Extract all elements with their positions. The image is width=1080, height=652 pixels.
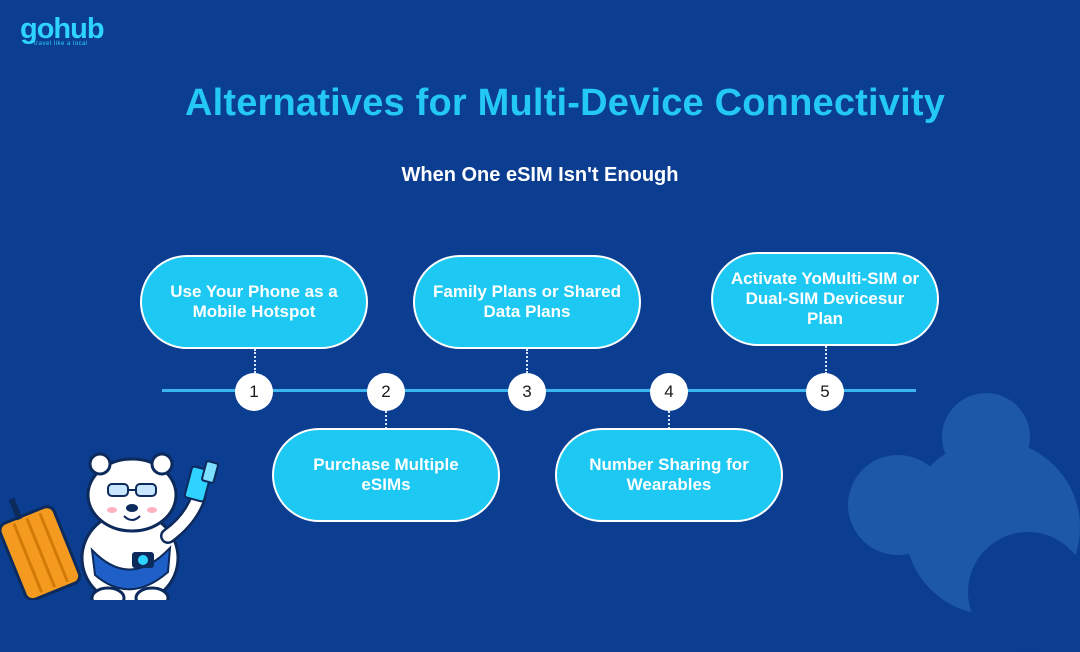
connector-5 bbox=[825, 346, 827, 374]
step-2-card: Purchase Multiple eSIMs bbox=[272, 428, 500, 522]
page-subtitle: When One eSIM Isn't Enough bbox=[401, 164, 679, 186]
step-2-number: 2 bbox=[367, 373, 405, 411]
connector-3 bbox=[526, 349, 528, 373]
step-5-card: Activate YoMulti-SIM or Dual-SIM Devices… bbox=[711, 252, 939, 346]
step-4-card: Number Sharing for Wearables bbox=[555, 428, 783, 522]
step-3-label: Family Plans or Shared Data Plans bbox=[432, 282, 621, 321]
step-3-number: 3 bbox=[508, 373, 546, 411]
step-5-number: 5 bbox=[806, 373, 844, 411]
step-5-label: Activate YoMulti-SIM or Dual-SIM Devices… bbox=[730, 269, 920, 328]
page-title: Alternatives for Multi-Device Connectivi… bbox=[184, 82, 946, 124]
connector-4 bbox=[668, 411, 670, 429]
polar-bear-traveler-icon bbox=[0, 452, 219, 600]
step-1-number: 1 bbox=[235, 373, 273, 411]
logo-text: gohub bbox=[20, 13, 105, 45]
step-4-number: 4 bbox=[650, 373, 688, 411]
connector-1 bbox=[254, 349, 256, 373]
step-1-label: Use Your Phone as a Mobile Hotspot bbox=[170, 282, 338, 321]
brand-logo: gohub travel like a local bbox=[20, 13, 105, 47]
connector-2 bbox=[385, 411, 387, 429]
step-1-card: Use Your Phone as a Mobile Hotspot bbox=[140, 255, 368, 349]
step-4-label: Number Sharing for Wearables bbox=[589, 455, 749, 494]
step-3-card: Family Plans or Shared Data Plans bbox=[413, 255, 641, 349]
logo-tagline: travel like a local bbox=[34, 41, 88, 47]
step-2-label: Purchase Multiple eSIMs bbox=[313, 455, 459, 494]
